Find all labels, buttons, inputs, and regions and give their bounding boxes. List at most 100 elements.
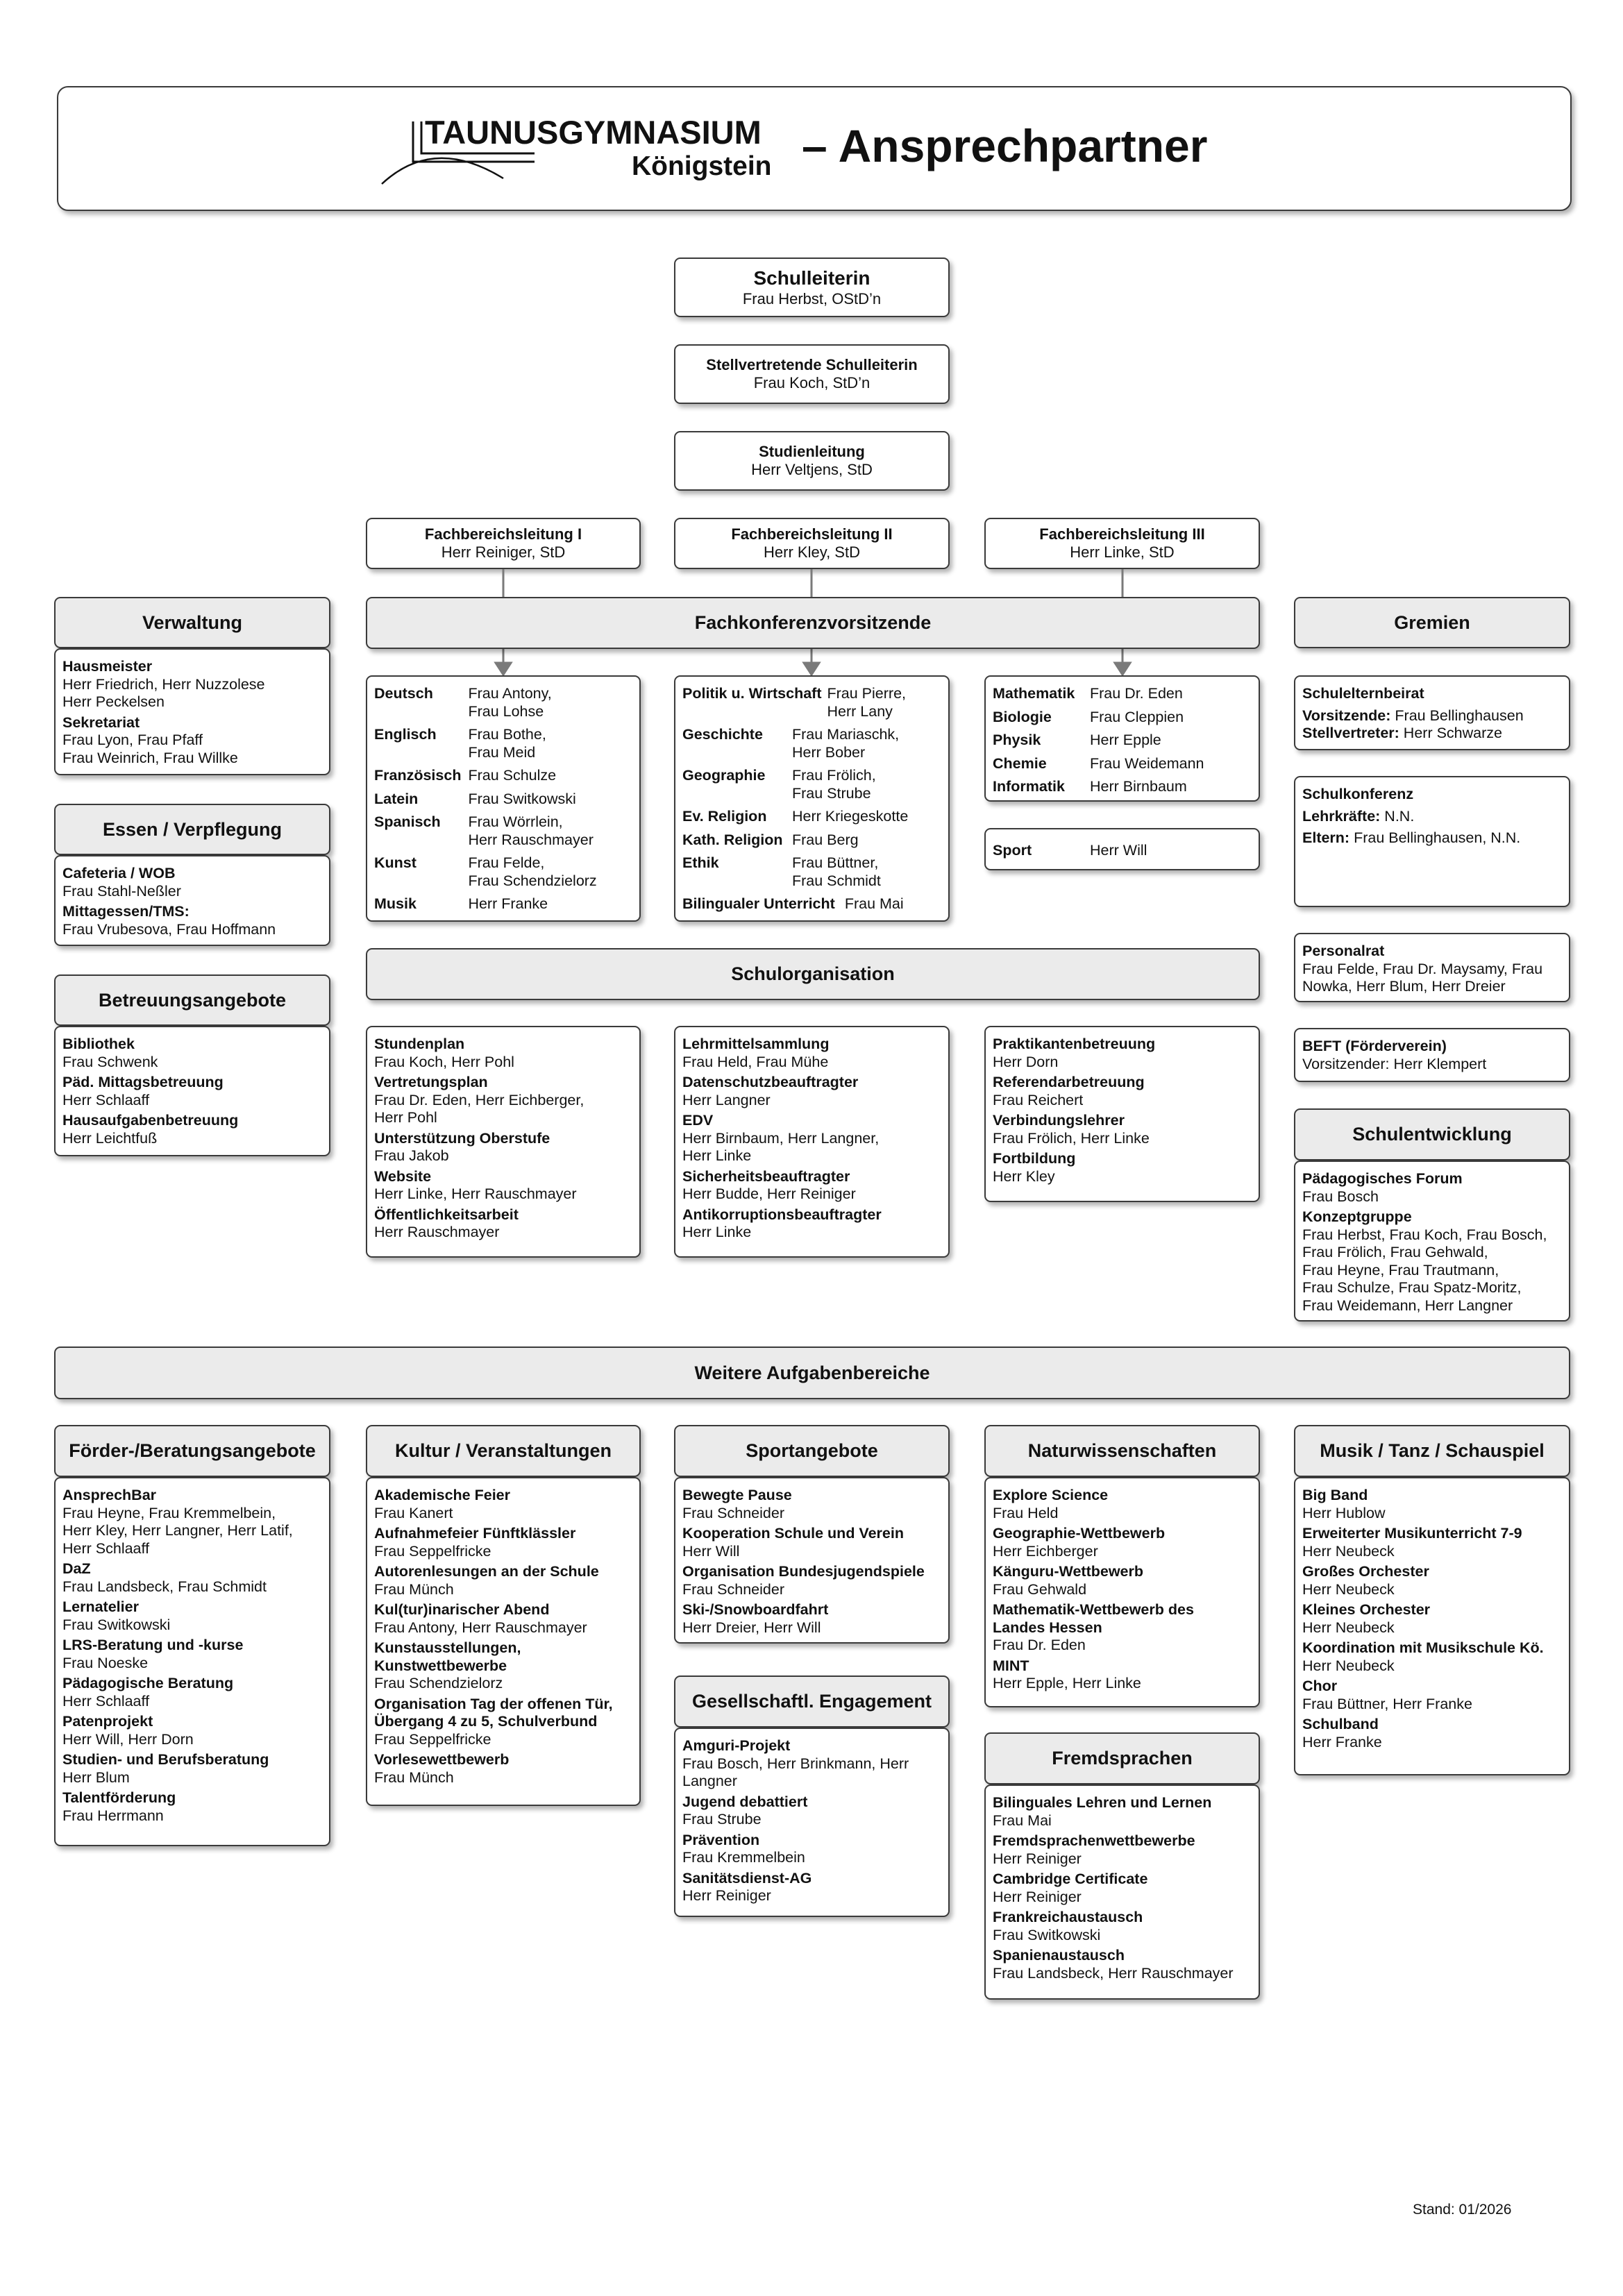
fachbereich-1-name: Herr Reiniger, StD [441, 543, 566, 561]
orga-line: Herr Langner [682, 1091, 771, 1108]
musik-line: Herr Neubeck [1302, 1657, 1395, 1674]
schulentwicklung-line: Frau Frölich, Frau Gehwald, [1302, 1244, 1488, 1260]
subject-teacher: Frau Lohse [468, 702, 544, 720]
musik-label: Erweiterter Musikunterricht 7-9 [1302, 1525, 1522, 1542]
personalrat-label: Personalrat [1302, 943, 1385, 959]
schulelternbeirat-box: Schulelternbeirat Vorsitzende: Frau Bell… [1294, 675, 1570, 750]
schulleiterin-title: Schulleiterin [753, 267, 871, 289]
kultur-label: Kunstwettbewerbe [374, 1657, 507, 1674]
schulelternbeirat-vorsitz: Frau Bellinghausen [1390, 707, 1524, 724]
betreuung-line: Herr Leichtfuß [62, 1129, 158, 1147]
schulentwicklung-line: Frau Schulze, Frau Spatz-Moritz, [1302, 1279, 1522, 1296]
orga-label: Website [374, 1167, 432, 1185]
musik-line: Herr Neubeck [1302, 1619, 1395, 1636]
subject-label: Ethik [682, 854, 719, 871]
foerder-line: Frau Noeske [62, 1654, 149, 1671]
subject-teacher: Frau Strube [792, 784, 871, 802]
subject-label: Kunst [374, 854, 417, 871]
natur-line: Herr Epple, Herr Linke [993, 1675, 1141, 1691]
stellvertretung-name: Frau Koch, StD’n [753, 374, 871, 391]
schulentwicklung-label: Pädagogisches Forum [1302, 1170, 1463, 1187]
subject-teacher: Frau Büttner, [792, 854, 879, 871]
orga-line: Frau Frölich, Herr Linke [993, 1129, 1150, 1147]
sport-label: Bewegte Pause [682, 1487, 792, 1503]
orga-label: Stundenplan [374, 1036, 465, 1052]
subject-label: Musik [374, 895, 417, 912]
betreuung-label: Päd. Mittagsbetreuung [62, 1074, 224, 1090]
sport-line: Frau Schneider [682, 1504, 784, 1521]
subject-teacher: Frau Schendzielorz [468, 872, 597, 889]
musik-label: Koordination mit Musikschule Kö. [1302, 1639, 1544, 1656]
schulelternbeirat-stellv-label: Stellvertreter: [1302, 725, 1399, 741]
subject-teacher: Herr Rauschmayer [468, 831, 594, 848]
subject-teacher: Herr Will [1090, 842, 1147, 859]
fremd-label: Fremdsprachenwettbewerbe [993, 1832, 1195, 1849]
orga-label: Verbindungslehrer [993, 1112, 1125, 1129]
orga-label: Vertretungsplan [374, 1074, 488, 1090]
schulkonferenz-lehrer: N.N. [1380, 807, 1415, 825]
subject-label: Englisch [374, 726, 437, 743]
musik-line: Frau Büttner, Herr Franke [1302, 1695, 1472, 1712]
foerder-line: Frau Herrmann [62, 1807, 164, 1824]
sport-label: Kooperation Schule und Verein [682, 1525, 904, 1542]
musik-label: Schulband [1302, 1716, 1379, 1732]
fachbereich-2-title: Fachbereichsleitung II [731, 525, 893, 543]
orga-label: Praktikantenbetreuung [993, 1036, 1156, 1052]
natur-label: Geographie-Wettbewerb [993, 1525, 1166, 1542]
subject-label: Physik [993, 732, 1041, 748]
fremd-line: Herr Reiniger [993, 1888, 1082, 1905]
schulkonferenz-label: Schulkonferenz [1302, 786, 1414, 802]
schulkonferenz-eltern-label: Eltern: [1302, 829, 1350, 846]
gremien-header: Gremien [1294, 597, 1570, 648]
essen-header: Essen / Verpflegung [54, 804, 330, 855]
orga-line: Herr Budde, Herr Reiniger [682, 1185, 856, 1202]
fremd-label: Bilinguales Lehren und Lernen [993, 1794, 1212, 1811]
orga-line: Herr Linke [682, 1224, 752, 1240]
orga-label: Lehrmittelsammlung [682, 1036, 830, 1052]
subject-label: Biologie [993, 708, 1052, 725]
fremd-header: Fremdsprachen [984, 1732, 1260, 1784]
fachbereich-3-title: Fachbereichsleitung III [1039, 525, 1205, 543]
orga-line: Herr Rauschmayer [374, 1224, 500, 1240]
kultur-label: Aufnahmefeier Fünftklässler [374, 1525, 576, 1542]
beft-label: BEFT (Förderverein) [1302, 1038, 1447, 1054]
natur-line: Frau Dr. Eden [993, 1637, 1086, 1653]
foerder-line: Frau Switkowski [62, 1616, 171, 1633]
kultur-label: Akademische Feier [374, 1487, 510, 1503]
subject-label: Ev. Religion [682, 808, 767, 825]
sport-label: Organisation Bundesjugendspiele [682, 1563, 925, 1580]
verwaltung-line: Herr Peckelsen [62, 693, 165, 710]
musik-label: Chor [1302, 1678, 1338, 1694]
subject-label: Politik u. Wirtschaft [682, 685, 822, 702]
orga-line: Frau Held, Frau Mühe [682, 1053, 829, 1070]
natur-header: Naturwissenschaften [984, 1425, 1260, 1477]
natur-line: Frau Gehwald [993, 1580, 1087, 1598]
foerder-line: Herr Schlaaff [62, 1692, 150, 1710]
foerder-header: Förder-/Beratungsangebote [54, 1425, 330, 1477]
sport-line: Herr Will [682, 1542, 740, 1560]
foerder-line: Herr Kley, Herr Langner, Herr Latif, [62, 1522, 293, 1539]
schulentwicklung-line: Frau Weidemann, Herr Langner [1302, 1297, 1513, 1314]
kultur-label: Organisation Tag der offenen Tür, [374, 1695, 613, 1712]
essen-label: Cafeteria / WOB [62, 865, 176, 881]
connector-lines [494, 569, 1132, 677]
foerder-box: AnsprechBar Frau Heyne, Frau Kremmelbein… [54, 1477, 330, 1846]
fremd-label: Spanienaustausch [993, 1947, 1125, 1964]
musik-label: Big Band [1302, 1487, 1368, 1503]
musik-line: Herr Neubeck [1302, 1580, 1395, 1598]
engagement-label: Jugend debattiert [682, 1793, 808, 1810]
schulelternbeirat-stellv: Herr Schwarze [1399, 725, 1502, 741]
subject-teacher: Frau Schmidt [792, 872, 881, 889]
orga-line: Herr Linke [682, 1147, 752, 1164]
fachbereich-1-box: Fachbereichsleitung I Herr Reiniger, StD [366, 518, 641, 569]
subject-label: Geographie [682, 767, 766, 784]
musik-line: Herr Franke [1302, 1733, 1382, 1750]
sport-line: Frau Schneider [682, 1580, 784, 1598]
fachbereich-3-name: Herr Linke, StD [1070, 543, 1175, 561]
studienleitung-box: Studienleitung Herr Veltjens, StD [674, 431, 950, 491]
foerder-line: Frau Heyne, Frau Kremmelbein, [62, 1504, 276, 1521]
